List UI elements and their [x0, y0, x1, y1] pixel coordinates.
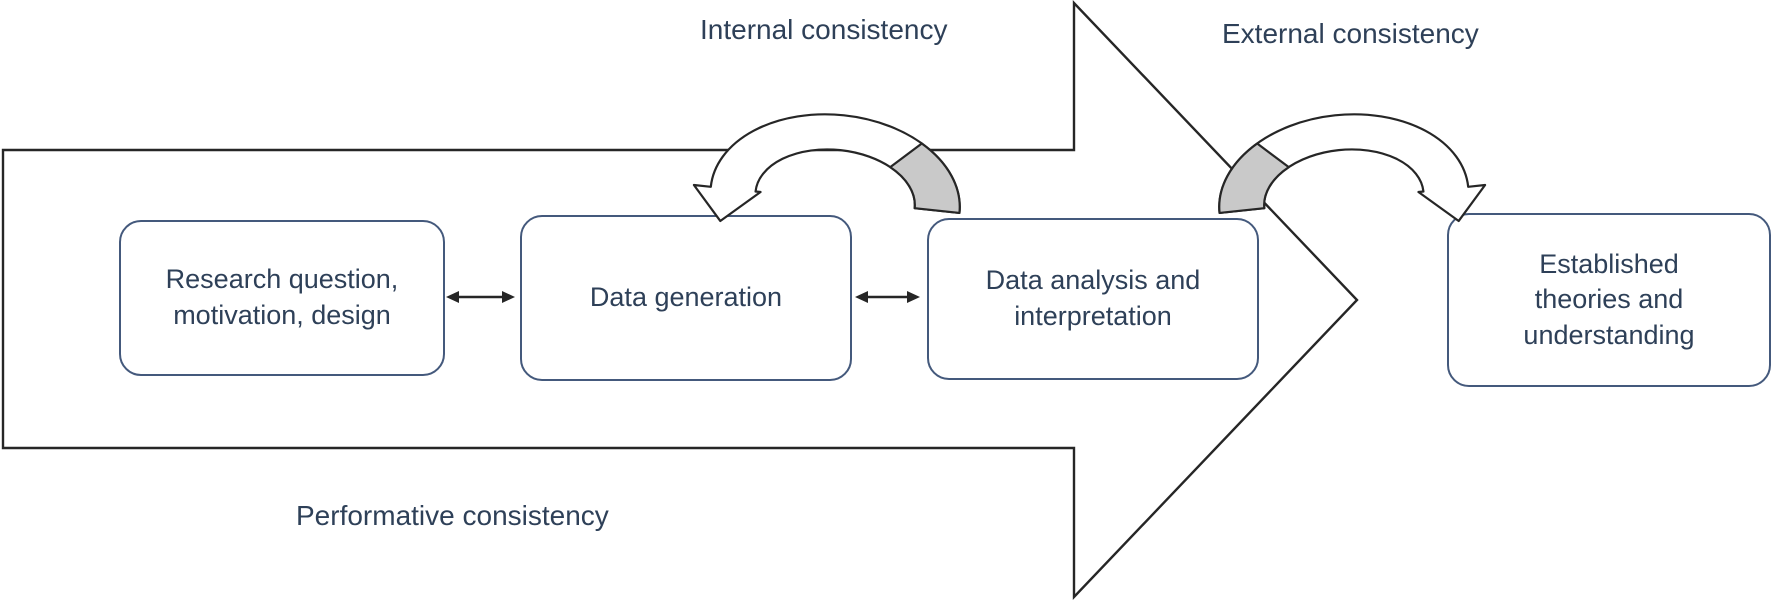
label-performative-consistency: Performative consistency — [296, 500, 609, 531]
curved-arrow-external-tail — [1218, 142, 1290, 215]
label-internal-consistency: Internal consistency — [700, 14, 948, 45]
box-data-analysis-label: Data analysis and interpretation — [985, 265, 1201, 331]
label-external-consistency: External consistency — [1222, 18, 1479, 49]
box-data-generation: Data generation — [520, 215, 852, 381]
box-data-generation-label: Data generation — [589, 282, 783, 313]
curved-arrow-external-body — [1218, 113, 1487, 223]
box-research-question-label: Research question, motivation, design — [165, 264, 399, 330]
curved-arrow-internal-icon — [692, 113, 961, 223]
box-data-analysis: Data analysis and interpretation — [927, 218, 1259, 380]
curved-arrow-external-icon — [1218, 113, 1487, 223]
curved-arrow-internal-body — [692, 113, 961, 223]
box-established-theories: Established theories and understanding — [1447, 213, 1771, 387]
double-arrow-right-icon — [855, 291, 920, 303]
box-established-theories-label: Established theories and understanding — [1523, 248, 1695, 350]
curved-arrow-internal-tail — [889, 142, 961, 215]
double-arrow-left-icon — [446, 291, 515, 303]
box-research-question: Research question, motivation, design — [119, 220, 445, 376]
